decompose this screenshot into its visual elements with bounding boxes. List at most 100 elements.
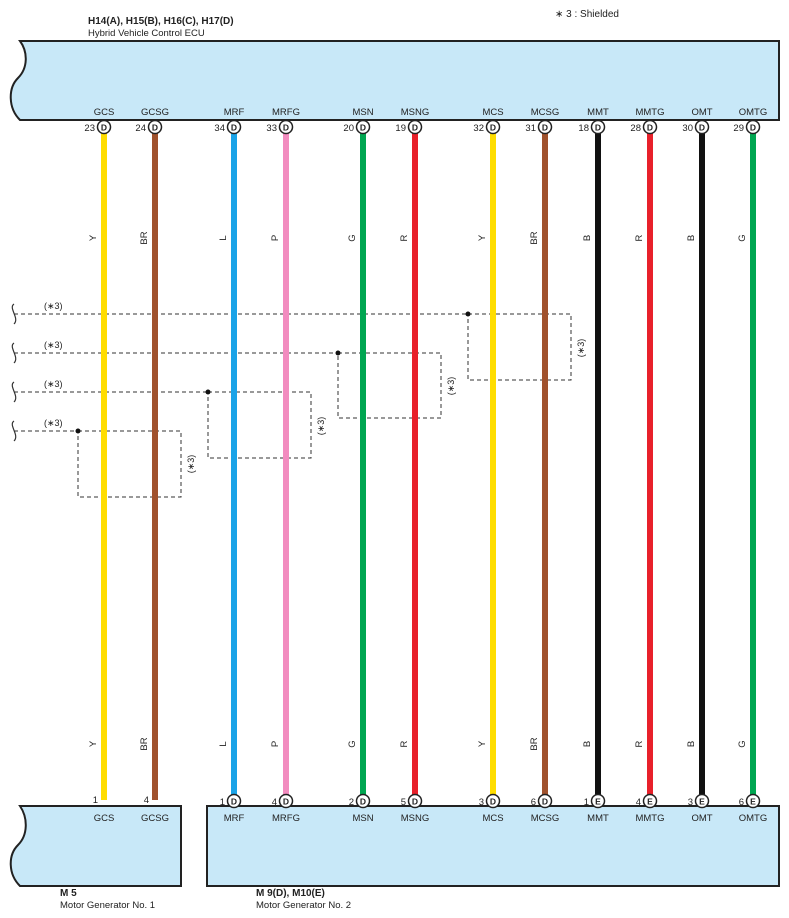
ecu-pin-number-mrf: 34: [214, 123, 225, 134]
wire-color-code-lower-mmtg: R: [634, 740, 645, 747]
wire-color-code-lower-gcs: Y: [88, 740, 99, 747]
mg-pin-connector-msng: [407, 793, 423, 809]
wire-color-code-upper-gcs: Y: [88, 234, 99, 241]
wire-color-code-upper-gcsg: BR: [139, 231, 150, 244]
shield-2-lead-label: (∗3): [44, 340, 63, 350]
ecu-pin-number-mcs: 32: [473, 123, 484, 134]
wire-color-code-upper-msn: G: [347, 234, 358, 241]
shield-2-box: [337, 352, 442, 419]
mg-pin-connector-letter-omtg: E: [750, 797, 756, 807]
ecu-pin-number-mcsg: 31: [525, 123, 536, 134]
ecu-pin-connector-letter-omt: D: [699, 123, 705, 133]
wire-color-code-lower-mcs: Y: [477, 740, 488, 747]
mg-pin-connector-letter-omt: E: [699, 797, 705, 807]
shield-4-box: [77, 430, 182, 498]
mg-pin-number-mcsg: 6: [531, 797, 536, 808]
ecu-pin-number-omt: 30: [682, 123, 693, 134]
shield-4-box-label: (∗3): [186, 455, 196, 474]
ecu-connector-codes: H14(A), H15(B), H16(C), H17(D): [88, 16, 234, 27]
ecu-pin-signal-mrf: MRF: [224, 107, 245, 118]
wire-color-code-upper-mmtg: R: [634, 234, 645, 241]
ecu-pin-connector-letter-msn: D: [360, 123, 366, 133]
ecu-pin-signal-gcsg: GCSG: [141, 107, 169, 118]
mg-pin-connector-mmt: [590, 793, 606, 809]
ecu-box: [9, 40, 780, 121]
mg-pin-signal-mcs: MCS: [482, 813, 503, 824]
wire-color-code-upper-msng: R: [399, 234, 410, 241]
ecu-pin-number-mmt: 18: [578, 123, 589, 134]
shield-3-box-label: (∗3): [316, 417, 326, 436]
ecu-pin-connector-letter-mcsg: D: [542, 123, 548, 133]
ecu-pin-connector-letter-msng: D: [412, 123, 418, 133]
ecu-pin-number-msng: 19: [395, 123, 406, 134]
mg-pin-number-mcs: 3: [479, 797, 484, 808]
ecu-name: Hybrid Vehicle Control ECU: [88, 28, 205, 39]
ecu-pin-signal-omt: OMT: [691, 107, 712, 118]
ecu-pin-connector-letter-mrfg: D: [283, 123, 289, 133]
wire-color-code-lower-mmt: B: [582, 741, 593, 747]
ecu-pin-connector-omt: [694, 119, 710, 135]
wire-color-code-upper-omt: B: [686, 235, 697, 241]
ecu-pin-signal-mcs: MCS: [482, 107, 503, 118]
mg-pin-connector-mcs: [485, 793, 501, 809]
ecu-pin-number-mrfg: 33: [266, 123, 277, 134]
mg-pin-connector-mrf: [226, 793, 242, 809]
mg-pin-signal-gcsg: GCSG: [141, 813, 169, 824]
mg1-code: M 5: [60, 888, 77, 899]
mg-pin-connector-mrfg: [278, 793, 294, 809]
mg-pin-connector-letter-mmtg: E: [647, 797, 653, 807]
ecu-pin-number-gcs: 23: [84, 123, 95, 134]
ecu-pin-connector-letter-mmtg: D: [647, 123, 653, 133]
mg-pin-signal-mrf: MRF: [224, 813, 245, 824]
mg-pin-connector-letter-msng: D: [412, 797, 418, 807]
mg-pin-connector-omt: [694, 793, 710, 809]
ecu-pin-connector-msng: [407, 119, 423, 135]
ecu-pin-signal-mrfg: MRFG: [272, 107, 300, 118]
wire-color-code-lower-gcsg: BR: [139, 737, 150, 750]
mg-pin-number-omt: 3: [688, 797, 693, 808]
mg-pin-number-omtg: 6: [739, 797, 744, 808]
shield-3-box: [207, 391, 312, 459]
shield-2-box-label: (∗3): [446, 377, 456, 396]
mg-pin-number-mrfg: 4: [272, 797, 277, 808]
mg-pin-number-msn: 2: [349, 797, 354, 808]
shield-1-box: [467, 313, 572, 381]
ecu-pin-connector-mrf: [226, 119, 242, 135]
ecu-pin-connector-gcs: [96, 119, 112, 135]
ecu-pin-connector-omtg: [745, 119, 761, 135]
shield-1-lead-label: (∗3): [44, 301, 63, 311]
mg-pin-signal-msn: MSN: [352, 813, 373, 824]
shield-3-lead-label: (∗3): [44, 379, 63, 389]
wire-color-code-lower-omt: B: [686, 741, 697, 747]
mg-pin-number-gcs: 1: [93, 795, 98, 806]
mg2-box: [206, 805, 780, 887]
ecu-pin-number-omtg: 29: [733, 123, 744, 134]
ecu-pin-connector-mmt: [590, 119, 606, 135]
ecu-pin-connector-mmtg: [642, 119, 658, 135]
wire-color-code-upper-mrfg: P: [270, 235, 281, 241]
ecu-pin-number-mmtg: 28: [630, 123, 641, 134]
legend-note: ∗ 3 : Shielded: [555, 9, 619, 20]
mg-pin-connector-letter-mrf: D: [231, 797, 237, 807]
ecu-pin-connector-letter-mrf: D: [231, 123, 237, 133]
mg-pin-signal-mmt: MMT: [587, 813, 609, 824]
mg-pin-number-gcsg: 4: [144, 795, 149, 806]
mg-pin-number-mrf: 1: [220, 797, 225, 808]
mg-pin-connector-mmtg: [642, 793, 658, 809]
mg-pin-connector-letter-mrfg: D: [283, 797, 289, 807]
mg1-name: Motor Generator No. 1: [60, 900, 155, 911]
mg-pin-signal-mcsg: MCSG: [531, 813, 560, 824]
ecu-pin-number-msn: 20: [343, 123, 354, 134]
ecu-pin-connector-msn: [355, 119, 371, 135]
wire-color-code-lower-omtg: G: [737, 740, 748, 747]
ecu-pin-signal-mcsg: MCSG: [531, 107, 560, 118]
mg-pin-number-msng: 5: [401, 797, 406, 808]
wire-color-code-upper-mcs: Y: [477, 234, 488, 241]
mg-pin-signal-msng: MSNG: [401, 813, 430, 824]
mg-pin-connector-letter-mmt: E: [595, 797, 601, 807]
mg-pin-signal-mrfg: MRFG: [272, 813, 300, 824]
mg-pin-signal-omtg: OMTG: [739, 813, 768, 824]
wire-color-code-upper-mrf: L: [218, 235, 229, 240]
